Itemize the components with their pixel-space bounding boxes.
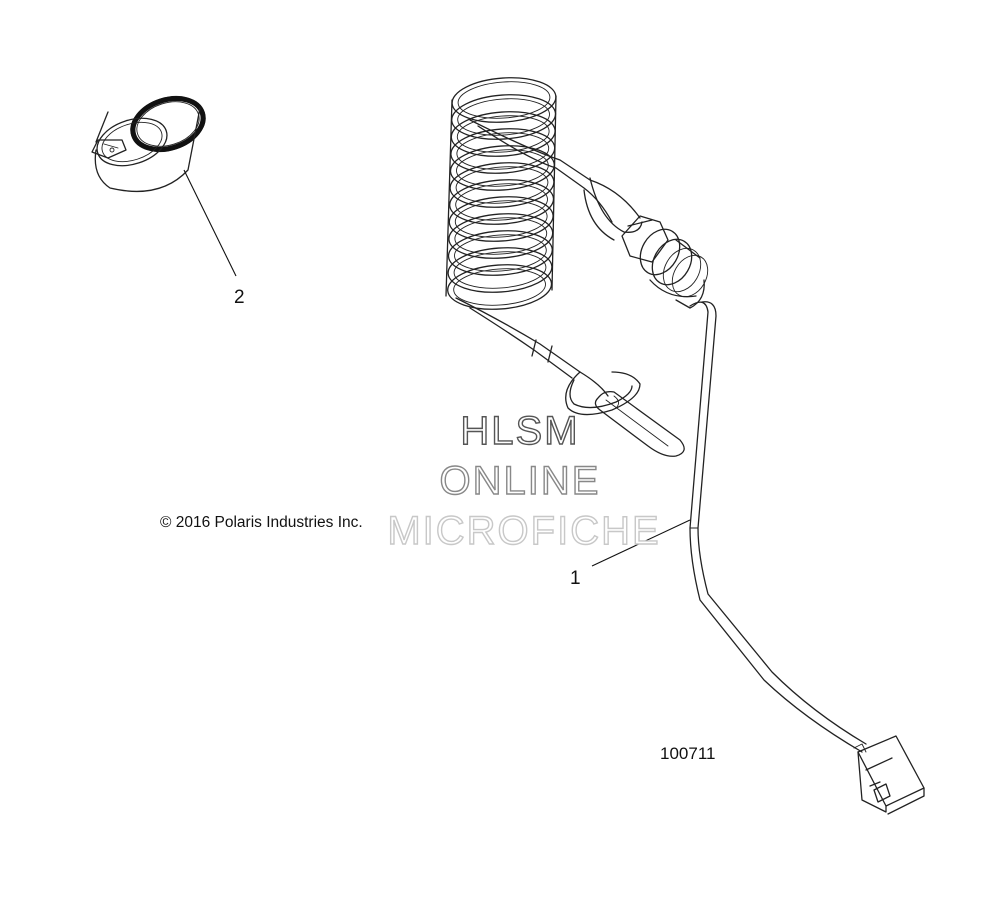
watermark: HLSM ONLINE MICROFICHE [387, 408, 660, 553]
coil-loop [457, 81, 551, 119]
copyright-text: © 2016 Polaris Industries Inc. [160, 514, 363, 531]
coil-loop [457, 98, 550, 136]
coil-loop [447, 264, 553, 310]
coil-loop [456, 115, 550, 153]
callout-label-2: 2 [234, 287, 245, 308]
coil-loop [455, 183, 548, 221]
watermark-line-2: ONLINE [440, 459, 601, 503]
coil-loop [454, 200, 548, 238]
part-1-tether-switch-illustration [445, 77, 925, 815]
coil-loop [454, 234, 547, 272]
coil-loop [453, 268, 546, 306]
coil-loop [453, 251, 547, 289]
coil-loop [456, 132, 550, 170]
leader-line-1 [591, 519, 691, 567]
leader-line-2 [183, 169, 237, 277]
figure-number: 100711 [660, 744, 715, 763]
coil-loop [454, 217, 548, 255]
watermark-line-1: HLSM [460, 409, 579, 453]
coil-loop [455, 166, 549, 204]
callout-label-1: 1 [570, 568, 581, 589]
watermark-line-3: MICROFICHE [387, 509, 660, 553]
part-2-collar-illustration [91, 95, 206, 193]
